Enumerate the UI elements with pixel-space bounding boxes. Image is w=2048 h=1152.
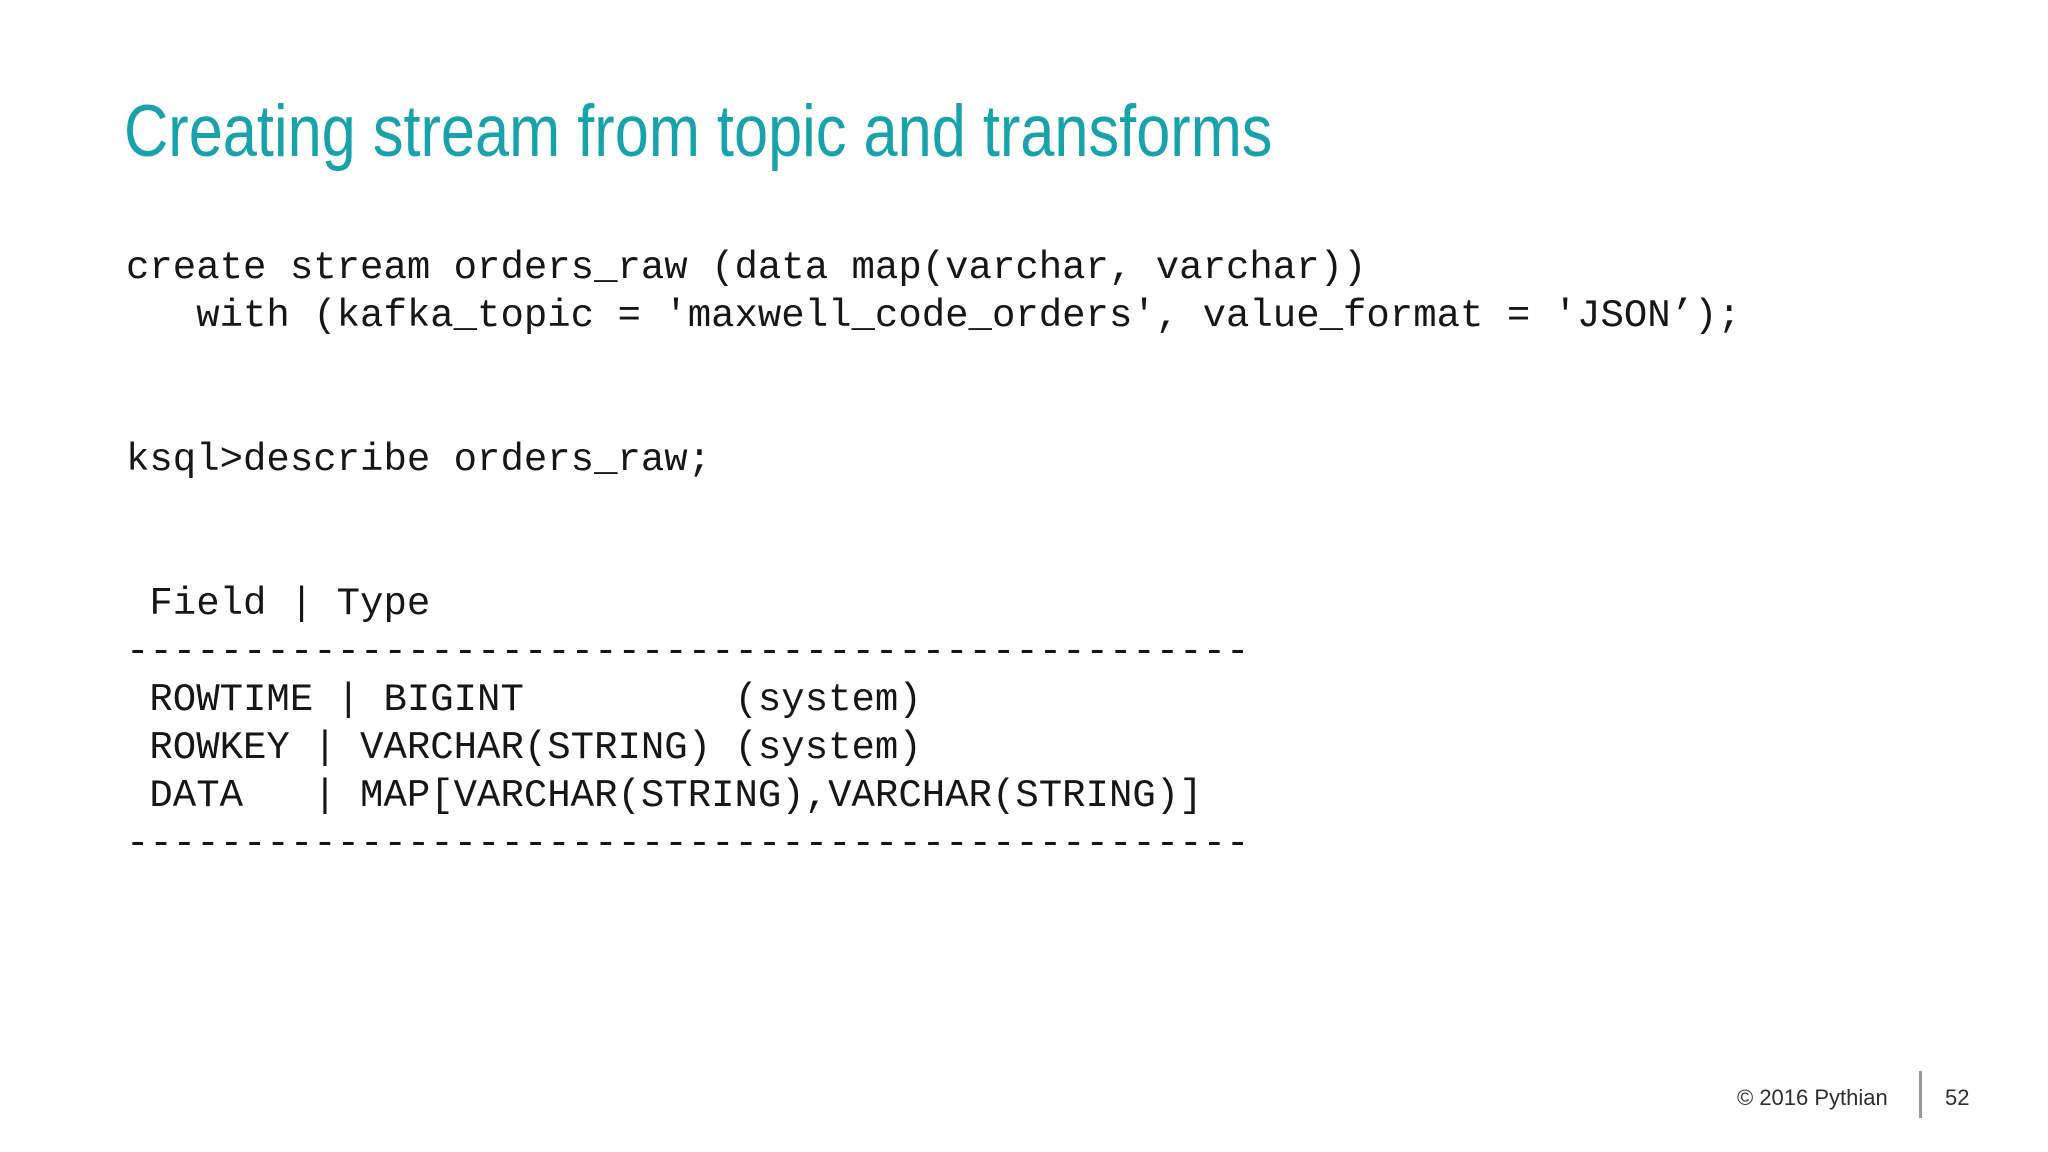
footer-page-number: 52 xyxy=(1945,1085,1970,1110)
sql-code-block: create stream orders_raw (data map(varch… xyxy=(126,244,1741,340)
table-divider-top: ----------------------------------------… xyxy=(126,630,1250,674)
slide-title: Creating stream from topic and transform… xyxy=(124,91,1273,172)
table-row-data: DATA | MAP[VARCHAR(STRING),VARCHAR(STRIN… xyxy=(126,774,1203,818)
sql-code-line-2: with (kafka_topic = 'maxwell_code_orders… xyxy=(126,294,1741,338)
table-row-rowkey: ROWKEY | VARCHAR(STRING) (system) xyxy=(126,726,922,770)
ksql-prompt-block: ksql>describe orders_raw; xyxy=(126,436,711,484)
sql-code-line-1: create stream orders_raw (data map(varch… xyxy=(126,246,1367,290)
footer-copyright: © 2016 Pythian xyxy=(1737,1085,1888,1110)
table-divider-bottom: ----------------------------------------… xyxy=(126,822,1250,866)
footer-divider-line xyxy=(1919,1071,1922,1118)
describe-output-block: Field | Type ---------------------------… xyxy=(126,580,1249,868)
table-header-row: Field | Type xyxy=(126,582,431,626)
ksql-prompt-line: ksql>describe orders_raw; xyxy=(126,438,712,482)
table-row-rowtime: ROWTIME | BIGINT (system) xyxy=(126,678,922,722)
